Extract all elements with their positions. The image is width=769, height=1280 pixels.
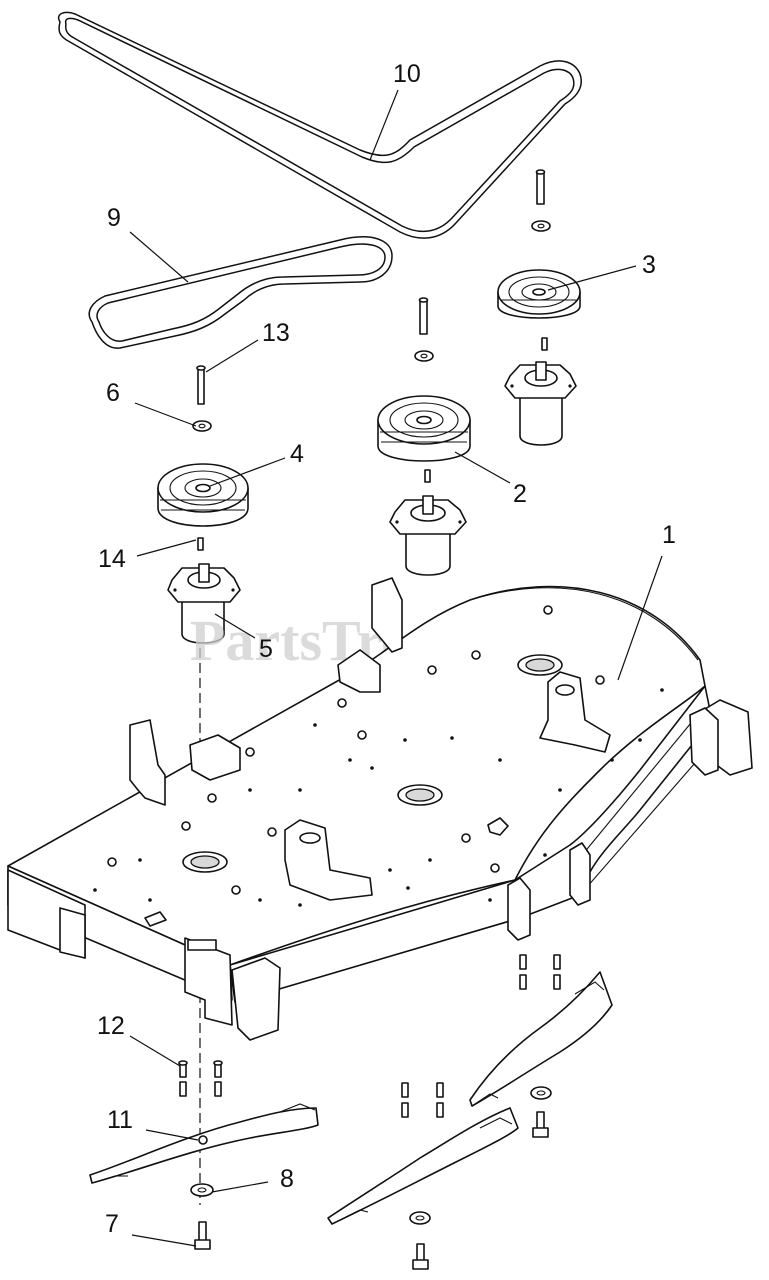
deck-hardware-dots — [93, 605, 664, 927]
belt-10 — [57, 11, 582, 239]
callout-8: 8 — [280, 1165, 294, 1193]
callout-9: 9 — [107, 204, 121, 232]
pulley-2 — [377, 395, 471, 462]
washer-right — [531, 220, 551, 232]
callout-7: 7 — [105, 1210, 119, 1238]
spindle-housing-5 — [167, 563, 241, 644]
key-14 — [197, 537, 204, 551]
deck-bracket-side-right — [689, 699, 753, 776]
callout-6: 6 — [106, 379, 120, 407]
callout-12: 12 — [97, 1012, 125, 1040]
leader-lines — [129, 89, 663, 1247]
callout-2: 2 — [513, 480, 527, 508]
blade-right — [469, 971, 613, 1107]
washer-center-blade — [409, 1211, 431, 1225]
blade-bolts-center — [401, 1082, 444, 1118]
pulley-3 — [497, 269, 581, 319]
callout-4: 4 — [290, 440, 304, 468]
callout-labels: 1 2 3 4 5 6 7 8 9 10 11 12 13 14 — [97, 60, 676, 1238]
callout-10: 10 — [393, 60, 421, 88]
spindle-mount-center — [397, 784, 443, 806]
idler-bracket-right — [539, 671, 611, 753]
belt-9 — [88, 236, 393, 349]
washer-8 — [190, 1183, 214, 1197]
spindle-mount-left — [182, 851, 228, 873]
spindle-key-middle — [424, 469, 431, 483]
pulley-4 — [157, 463, 249, 527]
blade-11 — [89, 1103, 319, 1184]
spindle-bolt-middle — [418, 297, 429, 335]
spindle-housing-right — [504, 361, 577, 446]
washer-middle — [414, 350, 434, 362]
callout-1: 1 — [662, 521, 676, 549]
callout-13: 13 — [262, 319, 290, 347]
blade-bolts-12 — [178, 1060, 223, 1097]
spindle-bolt-right — [535, 169, 546, 205]
blade-bolts-right — [519, 954, 561, 990]
spindle-bolt-13 — [196, 365, 206, 405]
washer-right-blade — [530, 1086, 552, 1100]
spindle-key-right — [541, 337, 548, 351]
spindle-mount-right — [517, 654, 563, 676]
deck-housing-1 — [7, 585, 716, 1003]
spindle-housing-middle — [389, 495, 467, 576]
blade-bolt-7 — [194, 1221, 211, 1250]
blade-bolt-right — [532, 1111, 549, 1138]
idler-bracket-center — [284, 819, 373, 901]
callout-11: 11 — [107, 1106, 133, 1134]
deck-bracket-front-right — [507, 842, 591, 941]
deck-bracket-front-left — [184, 937, 281, 1041]
callout-3: 3 — [642, 251, 656, 279]
deck-bracket-rear-right — [337, 577, 403, 693]
washer-6 — [192, 420, 212, 432]
blade-bolt-center — [412, 1243, 429, 1270]
callout-14: 14 — [98, 545, 126, 573]
blade-center — [327, 1107, 519, 1225]
callout-5: 5 — [259, 635, 273, 663]
deck-bracket-rear-left — [129, 719, 241, 806]
